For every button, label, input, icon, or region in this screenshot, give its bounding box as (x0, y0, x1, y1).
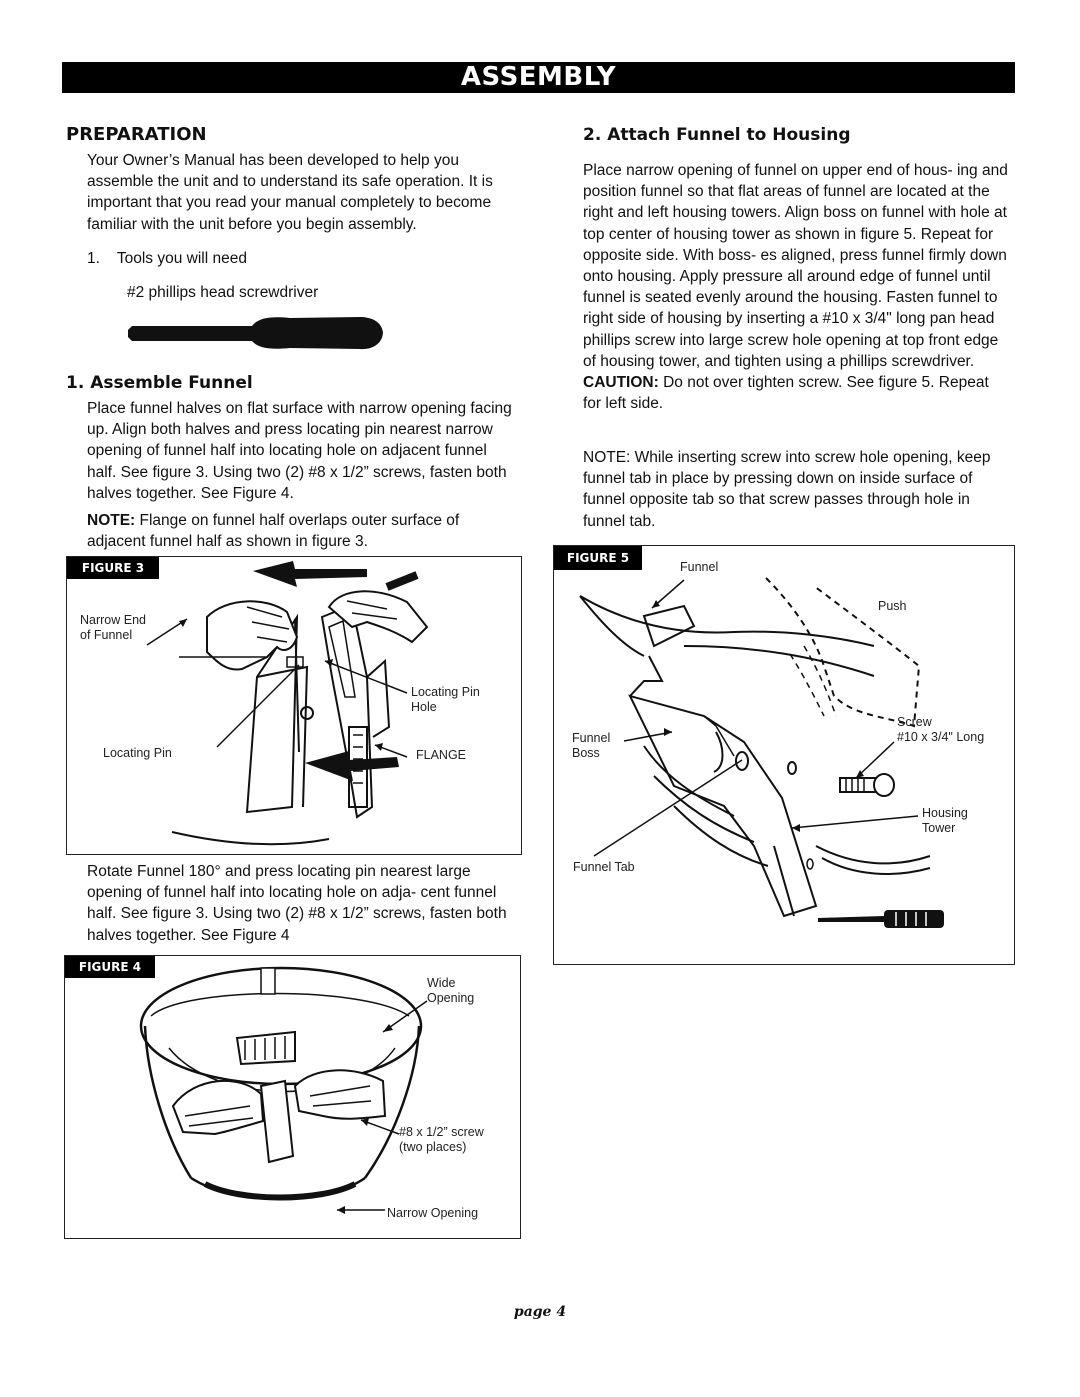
tools-list-item: 1. Tools you will need (87, 250, 247, 267)
label-flange: FLANGE (416, 748, 467, 762)
attach-funnel-text-a: Place narrow opening of funnel on upper … (583, 162, 1008, 370)
preparation-intro: Your Owner’s Manual has been developed t… (87, 152, 493, 233)
screwdriver-icon (128, 317, 383, 350)
screwdriver-icon (818, 910, 944, 928)
tool-name: #2 phillips head screwdriver (127, 284, 319, 301)
figure-5-illustration (579, 577, 944, 928)
page-number: page 4 (513, 1304, 567, 1320)
label-locating-pin-hole: Locating Pin Hole (411, 685, 480, 714)
push-arrow-bottom (305, 751, 399, 781)
push-hand-icon (765, 577, 921, 728)
figure-4-tag: FIGURE 4 (65, 956, 155, 978)
figure-4-illustration (139, 966, 428, 1214)
preparation-heading: PREPARATION (66, 124, 207, 145)
figure-4: FIGURE 4 Wide Opening #8 x 1/2” screw (t… (64, 955, 521, 1239)
figure-5: FIGURE 5 (553, 545, 1015, 965)
label-screw-size: Screw #10 x 3/4" Long (897, 715, 985, 744)
assemble-funnel-instructions: Place funnel halves on flat surface with… (87, 400, 512, 502)
label-push: Push (878, 599, 907, 613)
label-locating-pin: Locating Pin (103, 746, 172, 760)
assemble-funnel-note: NOTE: Flange on funnel half overlaps out… (87, 510, 519, 552)
attach-funnel-note: NOTE: While inserting screw into screw h… (583, 449, 991, 530)
assemble-funnel-heading: 1. Assemble Funnel (66, 373, 253, 393)
figure-3-tag: FIGURE 3 (67, 557, 159, 579)
figure-3: FIGURE 3 Narrow End of Funnel Locating P (66, 556, 522, 855)
rotate-funnel-instructions: Rotate Funnel 180° and press locating pi… (87, 863, 507, 944)
page-banner: ASSEMBLY (62, 62, 1015, 93)
note-text: Flange on funnel half overlaps outer sur… (87, 512, 460, 551)
label-wide-opening: Wide Opening (427, 976, 475, 1005)
label-housing-tower: Housing Tower (922, 806, 968, 835)
figure-3-illustration (146, 561, 429, 846)
label-funnel: Funnel (680, 560, 719, 574)
push-arrow-top (253, 561, 367, 587)
screw-icon (839, 773, 895, 797)
label-funnel-tab: Funnel Tab (573, 860, 635, 874)
hand-left-icon (171, 1079, 265, 1136)
hand-left-icon (206, 600, 299, 671)
label-funnel-boss: Funnel Boss (572, 731, 611, 760)
figure-5-tag: FIGURE 5 (554, 546, 642, 570)
label-screw: #8 x 1/2” screw (two places) (399, 1125, 484, 1154)
caution-label: CAUTION: (583, 374, 659, 392)
attach-funnel-heading: 2. Attach Funnel to Housing (583, 125, 851, 145)
attach-funnel-instructions: Place narrow opening of funnel on upper … (583, 160, 1011, 414)
note-label: NOTE: (87, 512, 136, 529)
label-narrow-end: Narrow End of Funnel (80, 613, 146, 642)
hand-right-icon (293, 1069, 387, 1120)
label-narrow-opening: Narrow Opening (387, 1206, 479, 1220)
attach-funnel-text-b: Do not over tighten screw. See figure 5.… (583, 374, 989, 413)
